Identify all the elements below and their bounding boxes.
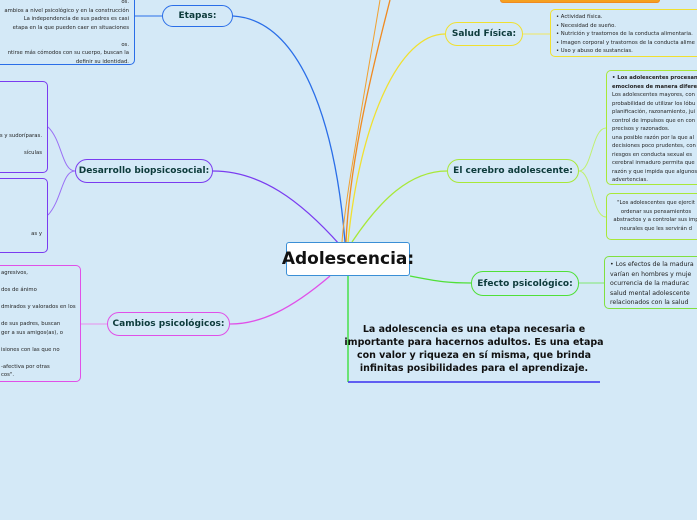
box-line: ger a sus amigos(as), o bbox=[1, 329, 63, 336]
box-line: • Los efectos de la madura bbox=[610, 261, 694, 268]
box-line: planificación, razonamiento, jui bbox=[612, 109, 696, 115]
box-line: abstractos y a controlar sus imp bbox=[613, 217, 697, 223]
box-line: • Actividad física. bbox=[556, 14, 603, 20]
box-line: dmirados y valorados en los bbox=[1, 304, 76, 310]
box-line: relacionados con la salud bbox=[610, 299, 689, 306]
box-line: ambios a nivel psicológico y en la const… bbox=[4, 7, 129, 14]
box-line: precisos y razonados. bbox=[612, 126, 670, 132]
box-line: Los adolescentes mayores, con bbox=[612, 92, 695, 98]
desarrollo-biopsicosocial-node[interactable]: Desarrollo biopsicosocial: bbox=[75, 159, 213, 183]
salud-details-box[interactable]: • Actividad física. • Necesidad de sueño.… bbox=[550, 9, 697, 57]
box-line: probabilidad de utilizar los lóbu bbox=[612, 100, 696, 107]
etapas-node[interactable]: Etapas: bbox=[162, 5, 233, 27]
desarrollo-details-box-1[interactable]: s y sudoríparas. sículas bbox=[0, 81, 48, 173]
etapas-details-box[interactable]: os. ambios a nivel psicológico y en la co… bbox=[0, 0, 135, 65]
salud-fisica-node[interactable]: Salud Física: bbox=[445, 22, 523, 46]
box-line: s y sudoríparas. bbox=[0, 133, 42, 139]
box-line: cos". bbox=[1, 372, 15, 378]
box-line bbox=[1, 295, 75, 304]
box-line: -afectiva por otras bbox=[1, 363, 50, 370]
box-line bbox=[1, 354, 75, 363]
central-topic[interactable]: Adolescencia: bbox=[282, 242, 414, 276]
box-line bbox=[0, 141, 42, 150]
box-line: definir su identidad. bbox=[75, 58, 129, 65]
efecto-psicologico-node[interactable]: Efecto psicológico: bbox=[471, 271, 579, 296]
box-line: etapa en la que pueden caer en situacion… bbox=[12, 24, 129, 31]
box-line: • Imagen corporal y trastornos de la con… bbox=[556, 39, 695, 46]
box-line: La independencia de sus padres es casi bbox=[23, 16, 129, 22]
efecto-details-box[interactable]: • Los efectos de la madura varían en homb… bbox=[604, 256, 697, 309]
box-line: agresivos, bbox=[1, 270, 28, 276]
box-line: control de impulsos que en con bbox=[612, 117, 696, 124]
conclusion-text[interactable]: La adolescencia es una etapa necesaria e… bbox=[344, 324, 604, 374]
box-line: "Los adolescentes que ejercit bbox=[617, 200, 695, 206]
cambios-details-box[interactable]: agresivos, dos de ánimo dmirados y valor… bbox=[0, 265, 81, 382]
box-line: • Nutrición y trastornos de la conducta … bbox=[556, 31, 693, 37]
box-line bbox=[0, 32, 129, 41]
box-line: sículas bbox=[24, 150, 42, 156]
box-line: neurales que les servirán d bbox=[619, 225, 693, 232]
box-line: advertencias. bbox=[612, 177, 648, 183]
box-line: • Necesidad de sueño. bbox=[556, 22, 616, 29]
box-line: os. bbox=[121, 0, 129, 5]
cerebro-details-box-2[interactable]: "Los adolescentes que ejercit ordenar sus… bbox=[606, 193, 697, 240]
box-line: ntirse más cómodos con su cuerpo, buscan… bbox=[7, 50, 129, 56]
orange-node-partial[interactable] bbox=[500, 0, 660, 3]
box-line bbox=[1, 312, 75, 321]
cambios-psicologicos-node[interactable]: Cambios psicológicos: bbox=[107, 312, 230, 336]
box-line bbox=[1, 278, 75, 287]
box-line: os. bbox=[121, 41, 129, 48]
box-line: as y bbox=[31, 231, 42, 237]
box-line: isiones con las que no bbox=[1, 346, 60, 353]
box-line: • Los adolescentes procesan bbox=[612, 75, 697, 81]
box-line: ocurrencia de la madurac bbox=[610, 280, 690, 287]
cerebro-adolescente-node[interactable]: El cerebro adolescente: bbox=[447, 159, 579, 183]
box-line: • Uso y abuso de sustancias. bbox=[556, 48, 633, 54]
box-line: decisiones poco prudentes, con bbox=[612, 143, 696, 149]
box-line: riesgos en conducta sexual es bbox=[612, 151, 692, 158]
box-line: dos de ánimo bbox=[1, 287, 37, 293]
box-line: una posible razón por la que al bbox=[612, 134, 694, 141]
desarrollo-details-box-2[interactable]: as y bbox=[0, 178, 48, 253]
cerebro-details-box-1[interactable]: • Los adolescentes procesan emociones de … bbox=[606, 70, 697, 185]
box-line: razón y que impida que algunos bbox=[612, 168, 697, 175]
box-line: emociones de manera difere bbox=[612, 83, 697, 90]
box-line: de sus padres, buscan bbox=[1, 321, 61, 327]
box-line: varían en hombres y muje bbox=[610, 270, 692, 278]
box-line bbox=[1, 337, 75, 346]
box-line: ordenar sus pensamientos bbox=[620, 208, 692, 215]
box-line: salud mental adolescente bbox=[610, 289, 690, 297]
box-line: cerebral inmaduro permita que bbox=[612, 160, 695, 166]
